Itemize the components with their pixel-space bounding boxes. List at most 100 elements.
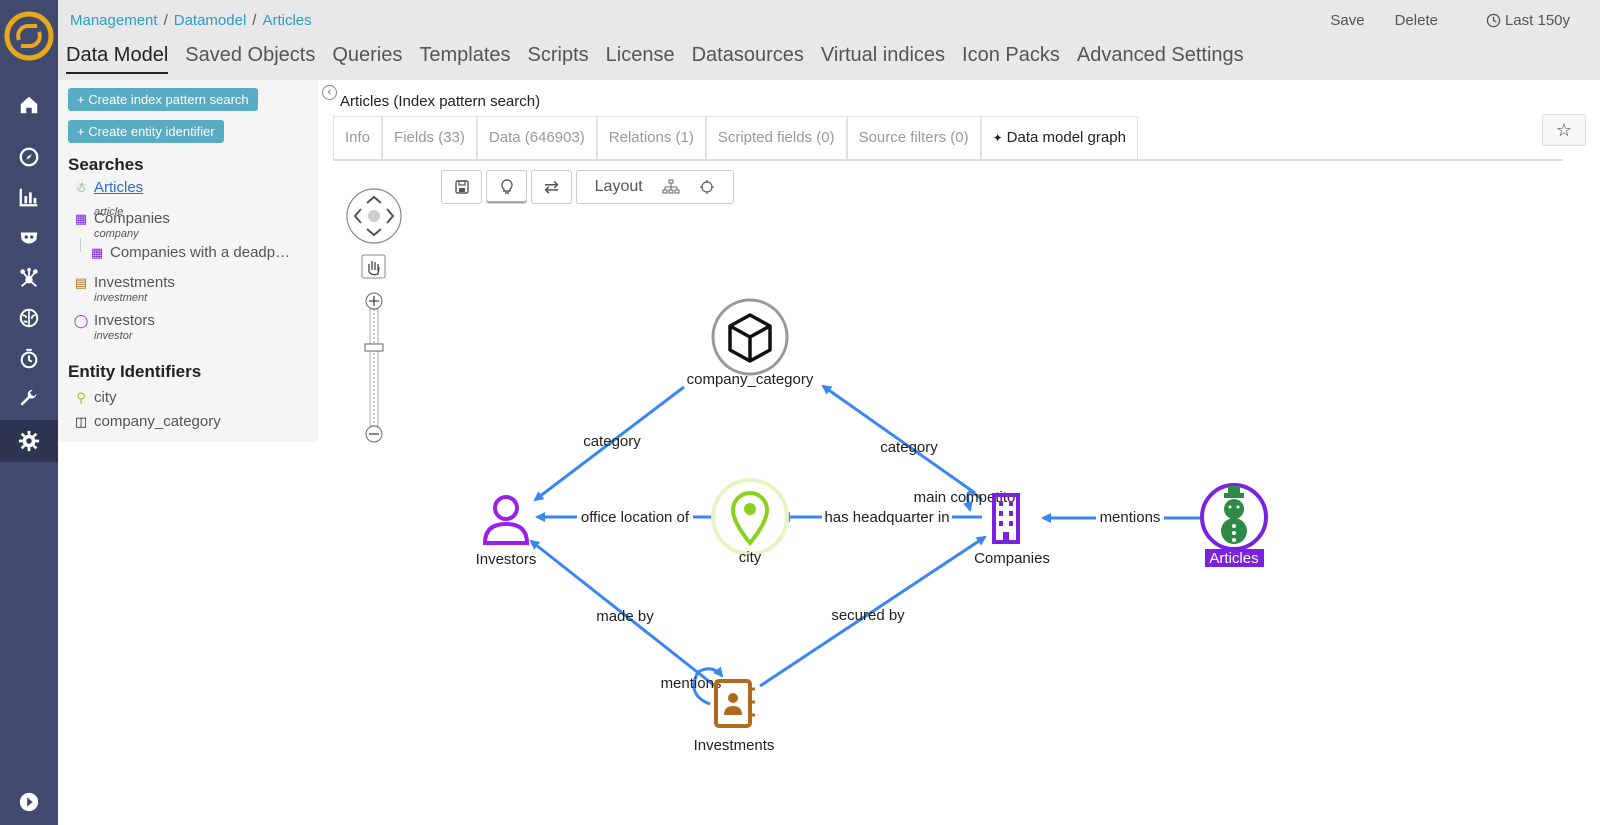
time-picker[interactable]: Last 150y [1486, 12, 1570, 29]
node-investments[interactable]: Investments [694, 679, 775, 754]
hierarchy-icon[interactable] [662, 179, 680, 195]
tab-data-model-graph-label: Data model graph [1006, 129, 1126, 146]
edge-label-made-by: made by [596, 608, 654, 625]
edge-made-by[interactable] [529, 539, 716, 688]
zoom-out-button[interactable] [365, 425, 383, 443]
edge-main-competitor-loop[interactable] [963, 490, 984, 512]
timer-icon[interactable] [14, 344, 44, 374]
edge-category-investors[interactable] [533, 385, 685, 502]
main-panel: ‹ Articles (Index pattern search) Info F… [318, 80, 1600, 825]
node-label-investments: Investments [694, 737, 775, 754]
collapse-sidebar-icon[interactable]: ‹ [322, 85, 337, 100]
node-investors[interactable]: Investors [476, 495, 537, 568]
user-icon: ◯ [73, 313, 89, 328]
breadcrumb-management[interactable]: Management [70, 12, 158, 29]
view-title: Articles (Index pattern search) [340, 93, 541, 110]
tab-license[interactable]: License [605, 44, 675, 66]
search-item-investors[interactable]: ◯ Investors [72, 312, 155, 329]
tab-source-filters[interactable]: Source filters (0) [846, 116, 981, 159]
node-company-category[interactable]: company_category [687, 298, 814, 388]
building-icon: ▦ [90, 245, 104, 260]
edge-label-category-2: category [880, 439, 938, 456]
node-label-articles: Articles [1209, 550, 1258, 567]
graph-nodes-icon[interactable] [14, 263, 44, 293]
tab-queries[interactable]: Queries [332, 44, 403, 66]
edge-secured-by[interactable] [759, 535, 987, 688]
search-sub-companies: company [94, 228, 139, 240]
search-label-articles: Articles [94, 179, 144, 196]
node-articles[interactable]: Articles [1200, 483, 1268, 567]
node-city[interactable]: city [711, 478, 789, 566]
tab-scripted-fields[interactable]: Scripted fields (0) [705, 116, 847, 159]
snowman-icon [1221, 486, 1247, 544]
layout-controls: Layout [576, 170, 734, 204]
search-label-investors: Investors [94, 312, 155, 329]
gear-icon[interactable] [0, 420, 58, 462]
tab-data-model-graph[interactable]: ✦Data model graph [980, 116, 1138, 159]
search-item-companies[interactable]: ▦Companies [72, 210, 170, 227]
compass-icon[interactable] [14, 142, 44, 172]
snowman-icon: ☃ [75, 180, 87, 195]
tab-fields[interactable]: Fields (33) [382, 116, 477, 159]
hand-tool-button[interactable] [361, 254, 386, 279]
search-sub-articles: article [94, 206, 124, 218]
tab-saved-objects[interactable]: Saved Objects [185, 44, 316, 66]
create-index-pattern-search-button[interactable]: + Create index pattern search [68, 88, 258, 111]
search-label-companies: Companies [94, 210, 170, 227]
tab-scripts[interactable]: Scripts [527, 44, 589, 66]
tab-relations[interactable]: Relations (1) [596, 116, 706, 159]
entity-label-city: city [94, 389, 117, 406]
pan-control[interactable] [346, 188, 402, 244]
zoom-in-button[interactable] [365, 292, 383, 310]
create-entity-identifier-button[interactable]: + Create entity identifier [68, 120, 224, 143]
tab-data-model[interactable]: Data Model [66, 44, 169, 74]
graph-toolbar: ⇄ Layout [441, 170, 734, 204]
tab-templates[interactable]: Templates [419, 44, 511, 66]
tab-data[interactable]: Data (646903) [476, 116, 597, 159]
brain-icon[interactable] [14, 303, 44, 333]
delete-button[interactable]: Delete [1394, 12, 1438, 29]
tab-virtual-indices[interactable]: Virtual indices [820, 44, 946, 66]
node-companies[interactable]: Companies [974, 493, 1050, 567]
save-graph-button[interactable] [441, 170, 482, 204]
tab-info[interactable]: Info [333, 116, 383, 159]
clock-icon [1486, 13, 1501, 28]
save-button[interactable]: Save [1330, 12, 1365, 29]
zoom-slider[interactable] [364, 308, 384, 427]
lightbulb-button[interactable] [486, 170, 527, 204]
tree-connector [80, 238, 81, 252]
play-icon[interactable] [14, 787, 44, 817]
entity-item-company-category[interactable]: ◫company_category [72, 413, 221, 430]
wrench-icon[interactable] [14, 384, 44, 414]
bar-chart-icon[interactable] [14, 182, 44, 212]
top-bar: Management/Datamodel/Articles Save Delet… [58, 0, 1600, 80]
swap-button[interactable]: ⇄ [531, 170, 572, 204]
node-label-investors: Investors [476, 551, 537, 568]
edge-label-mentions-investments: mentions [661, 675, 722, 692]
search-item-investments[interactable]: ▤Investments [72, 274, 175, 291]
tab-icon-packs[interactable]: Icon Packs [962, 44, 1060, 66]
breadcrumb-datamodel[interactable]: Datamodel [173, 12, 247, 29]
edge-label-has-headquarter: has headquarter in [824, 509, 949, 526]
view-tabs: Info Fields (33) Data (646903) Relations… [333, 116, 1563, 161]
edge-mentions-loop[interactable] [692, 666, 724, 706]
entity-item-city[interactable]: ⚲city [72, 389, 117, 406]
crosshair-icon[interactable] [699, 179, 715, 195]
search-item-companies-deadpool[interactable]: ▦Companies with a deadp… [88, 244, 290, 261]
tab-datasources[interactable]: Datasources [691, 44, 804, 66]
edge-category-companies[interactable] [821, 384, 976, 495]
node-label-company-category: company_category [687, 371, 814, 388]
tab-advanced-settings[interactable]: Advanced Settings [1076, 44, 1244, 66]
star-button[interactable]: ☆ [1542, 114, 1586, 146]
contact-book-icon: ▤ [74, 275, 88, 290]
entity-identifiers-heading: Entity Identifiers [68, 362, 202, 381]
breadcrumb-articles[interactable]: Articles [262, 12, 312, 29]
user-icon [482, 495, 530, 545]
layout-label: Layout [594, 178, 643, 195]
app-logo-icon[interactable] [3, 10, 55, 62]
mask-icon[interactable] [14, 223, 44, 253]
swap-icon: ⇄ [543, 176, 560, 197]
search-item-articles[interactable]: ☃ Articles [72, 179, 143, 196]
contact-book-icon [714, 679, 755, 728]
home-icon[interactable] [14, 90, 44, 120]
